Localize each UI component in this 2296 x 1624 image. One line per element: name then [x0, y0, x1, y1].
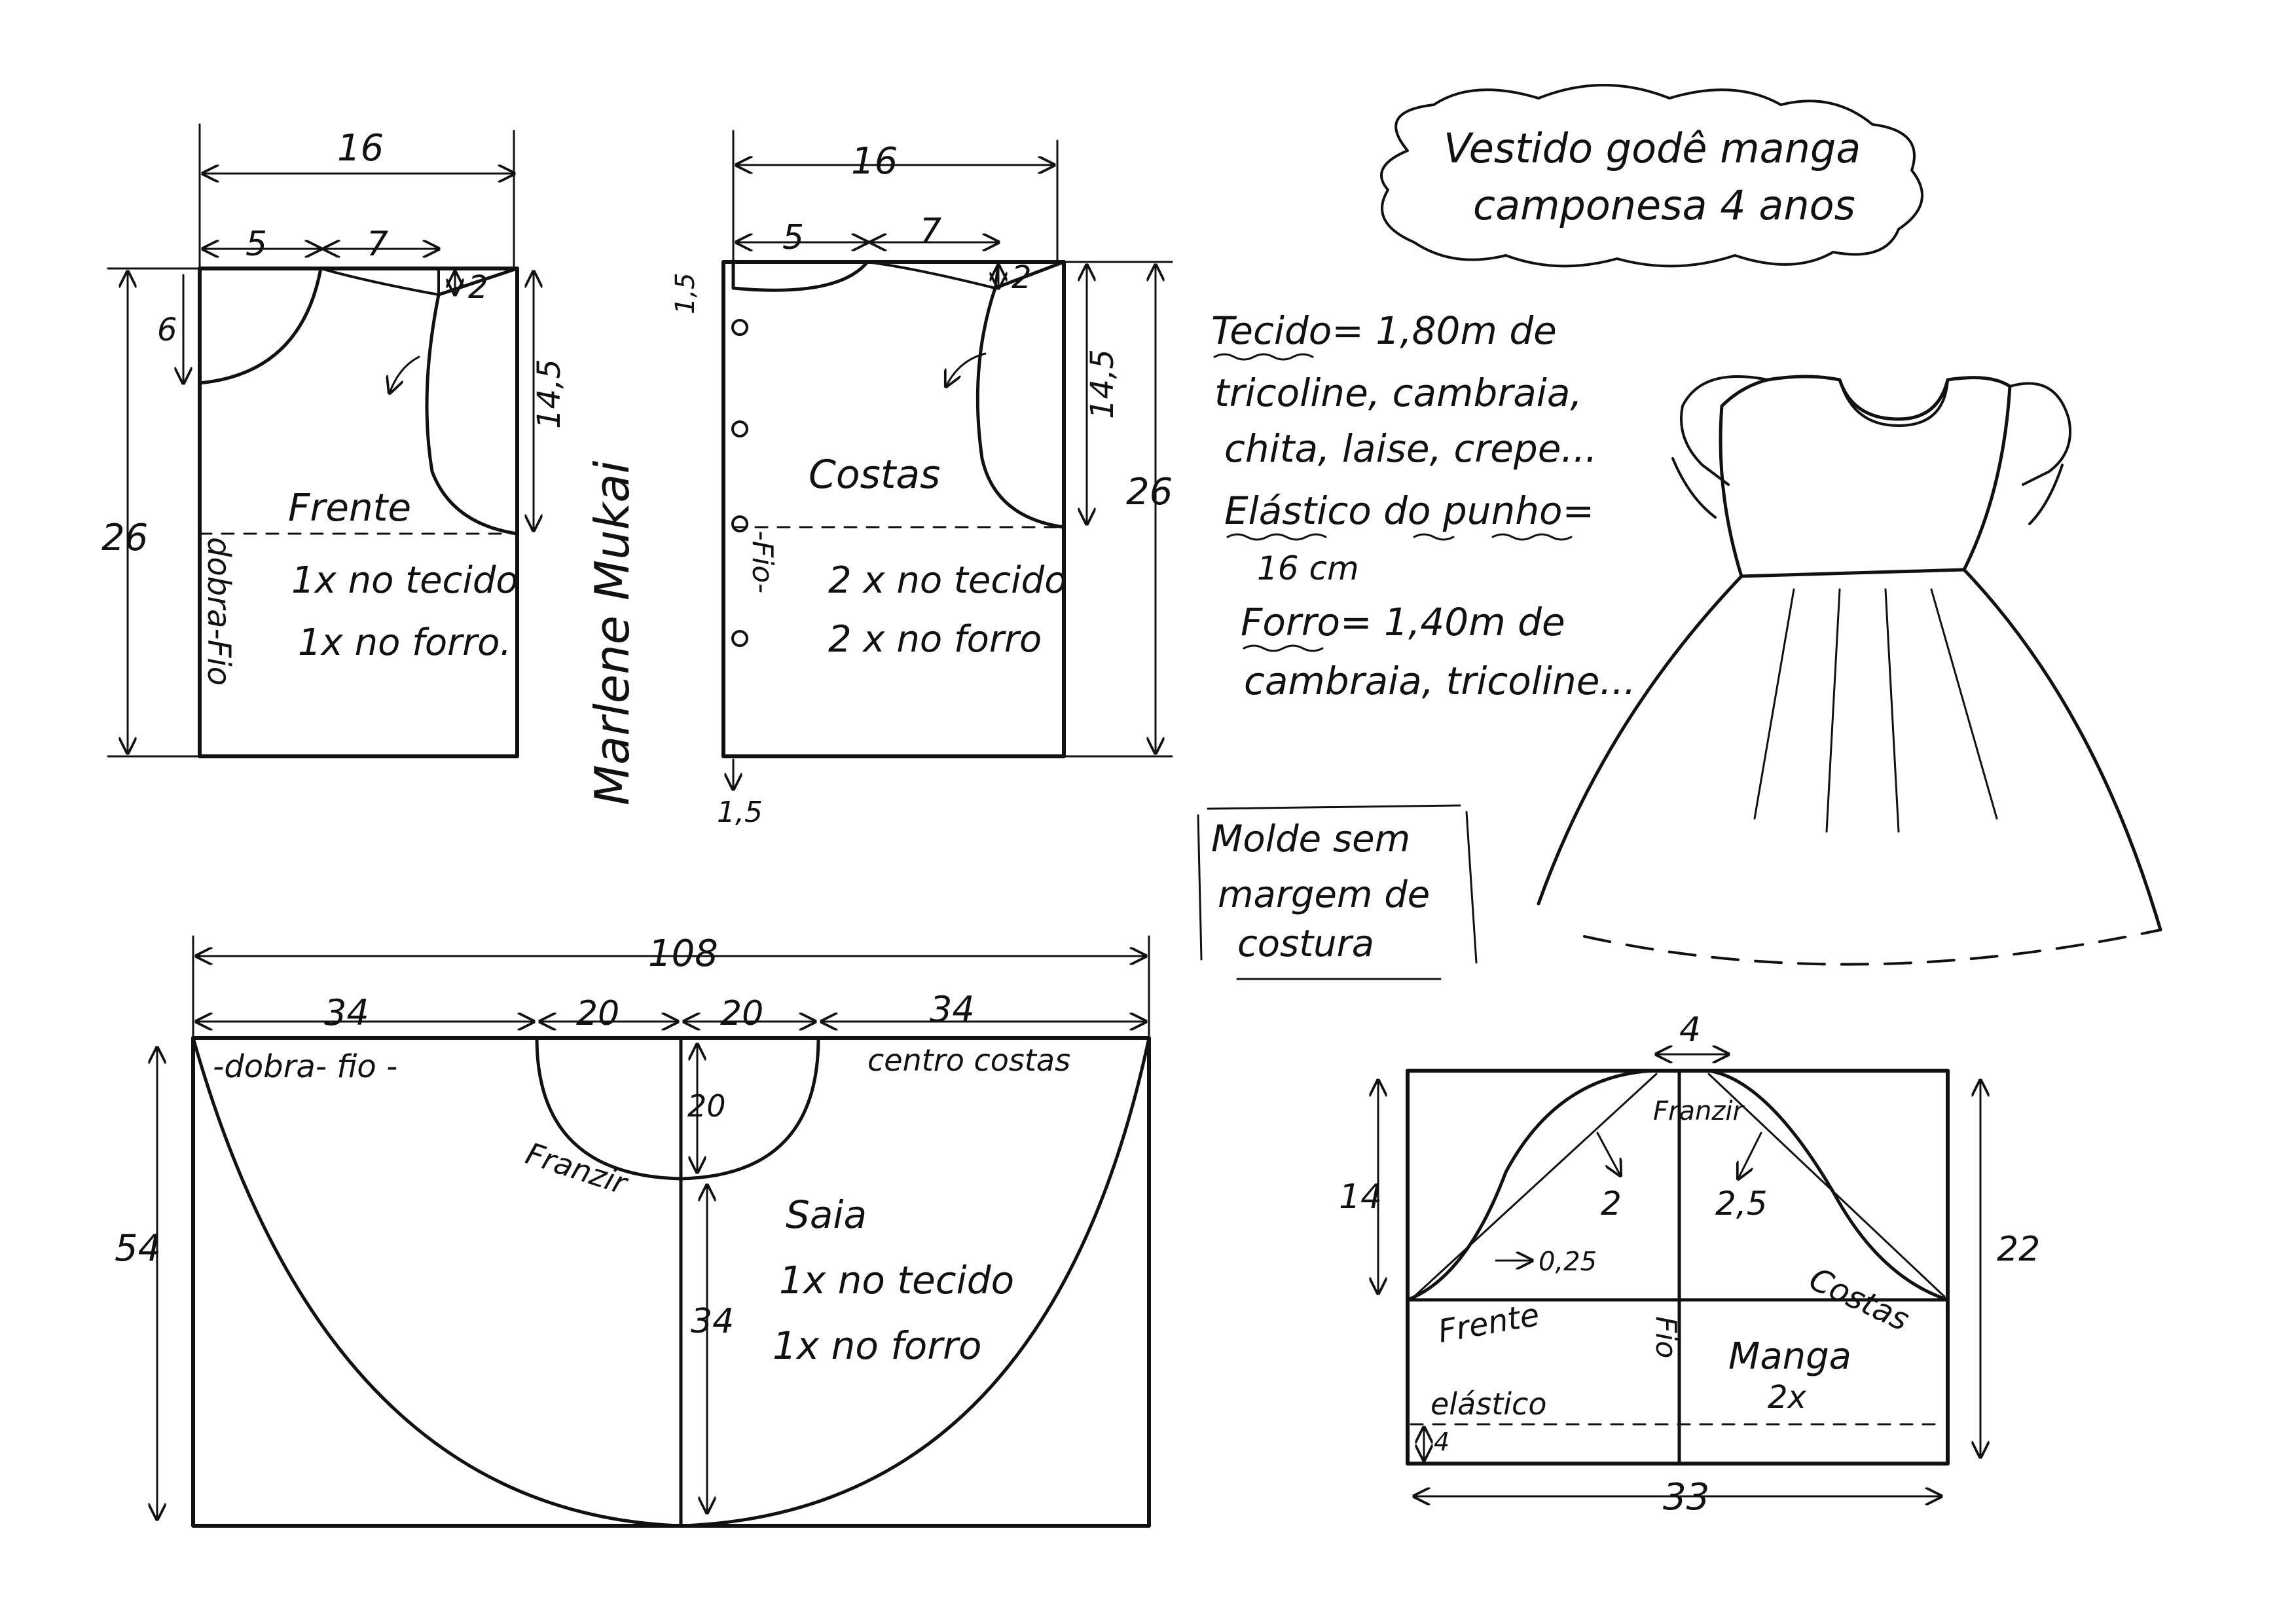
materials-list: Tecido= 1,80m de tricoline, cambraia, ch… — [1211, 308, 1636, 703]
skirt-waistl-label: 20 — [576, 994, 619, 1033]
front-name: Frente — [288, 485, 411, 530]
back-armhole-hatch — [975, 260, 1066, 529]
sleeve-front-offset: 2 — [1601, 1185, 1622, 1223]
sleeve-gather-label: Franzir — [1653, 1096, 1745, 1126]
skirt-name: Saia — [786, 1192, 867, 1237]
sleeve-elastic-label: elástico — [1430, 1386, 1547, 1422]
front-armhole-label: 14,5 — [531, 359, 568, 429]
back-cut1: 2 x no tecido — [828, 559, 1067, 602]
note-line1: Molde sem — [1211, 818, 1410, 860]
sleeve-corner-label: 0,25 — [1539, 1247, 1597, 1277]
front-fold-label: dobra-Fio — [200, 537, 237, 686]
sleeve-left-hatch — [1406, 1069, 1658, 1302]
back-neckw-label: 5 — [782, 218, 804, 257]
sleeve-pattern: 4 Franzir 14 22 33 2 2,5 0,25 Frente Cos… — [1339, 1010, 2040, 1519]
dress-left-sleeve — [1671, 375, 1769, 519]
sleeve-back-offset: 2,5 — [1715, 1185, 1768, 1223]
back-ext-label: 1,5 — [717, 796, 763, 829]
skirt-pattern: 108 34 20 20 34 20 54 34 -dobra- fio - c… — [115, 932, 1151, 1528]
sleeve-grain-label: Fio — [1649, 1316, 1683, 1358]
dress-right-sleeve — [2009, 382, 2071, 525]
back-width-label: 16 — [851, 140, 898, 183]
front-length-label: 26 — [101, 517, 148, 559]
materials-line1: Tecido= 1,80m de — [1211, 308, 1557, 353]
dress-skirt — [1537, 568, 2162, 932]
skirt-inner-label: 34 — [691, 1302, 734, 1341]
front-neckdepth-label: 6 — [157, 312, 177, 348]
skirt-fold-label: -dobra- fio - — [213, 1048, 397, 1085]
sleeve-height-label: 22 — [1997, 1230, 2040, 1269]
title-line1: Vestido godê manga — [1444, 124, 1861, 172]
dress-bodice — [1719, 375, 2012, 578]
dress-sketch — [1537, 375, 2162, 966]
sleeve-name: Manga — [1728, 1335, 1851, 1378]
front-neckw-label: 5 — [246, 225, 267, 264]
skirt-outline — [191, 1036, 1151, 1528]
front-cut1: 1x no tecido — [291, 559, 519, 602]
back-outline — [721, 260, 1066, 758]
back-name: Costas — [809, 452, 940, 498]
back-cut2: 2 x no forro — [828, 618, 1042, 661]
sleeve-width-label: 33 — [1663, 1476, 1709, 1519]
title-line2: camponesa 4 anos — [1473, 181, 1855, 229]
sleeve-top-label: 4 — [1679, 1010, 1701, 1050]
skirt-cut2: 1x no forro — [773, 1323, 981, 1368]
skirt-radius-label: 20 — [687, 1088, 726, 1124]
front-outline — [198, 267, 519, 758]
sleeve-elastic-pos: 4 — [1434, 1428, 1449, 1456]
skirt-right-hatch — [679, 1036, 1151, 1528]
back-shoulder-hatch — [866, 261, 1000, 289]
skirt-cut1: 1x no tecido — [779, 1258, 1014, 1302]
front-armhole-hatch — [425, 267, 519, 536]
front-shoulder-hatch — [319, 267, 440, 296]
skirt-sidel-label: 34 — [324, 992, 369, 1033]
front-cut2: 1x no forro. — [298, 621, 511, 664]
back-neckline-hatch — [731, 260, 869, 292]
skirt-sider-label: 34 — [930, 989, 975, 1030]
materials-line3: chita, laise, crepe... — [1224, 426, 1597, 471]
note-box: Molde sem margem de costura — [1197, 804, 1478, 980]
materials-line6: Forro= 1,40m de — [1241, 600, 1565, 644]
back-shoulder-label: 7 — [920, 212, 941, 251]
front-shoulder-label: 7 — [367, 225, 388, 264]
materials-line2: tricoline, cambraia, — [1214, 371, 1582, 415]
signature: Marlene Mukai — [585, 460, 640, 805]
skirt-center-back: centro costas — [867, 1043, 1070, 1078]
front-drop-label: 2 — [468, 269, 488, 306]
sleeve-qty: 2x — [1768, 1379, 1807, 1416]
skirt-waistr-label: 20 — [720, 994, 763, 1033]
title-cloud: Vestido godê manga camponesa 4 anos — [1380, 84, 1923, 268]
skirt-length-label: 54 — [115, 1227, 161, 1270]
note-line3: costura — [1237, 923, 1374, 965]
back-neckdepth-label: 1,5 — [670, 272, 701, 314]
skirt-left-hatch — [191, 1036, 683, 1528]
note-line2: margem de — [1218, 874, 1430, 916]
back-armhole-label: 14,5 — [1084, 349, 1121, 419]
front-neckline-hatch — [198, 267, 323, 385]
materials-line7: cambraia, tricoline... — [1244, 659, 1636, 703]
sleeve-front-label: Frente — [1435, 1297, 1542, 1350]
front-width-label: 16 — [337, 127, 384, 170]
back-length-label: 26 — [1126, 471, 1173, 513]
back-button-marks — [731, 319, 748, 647]
front-bodice-pattern: 16 5 7 6 2 14,5 26 Frente 1x no tecido 1… — [101, 123, 568, 758]
skirt-total-label: 108 — [648, 932, 718, 975]
materials-line5: 16 cm — [1257, 549, 1359, 587]
back-grain-label: -Fio- — [746, 530, 779, 593]
back-bodice-pattern: 16 5 7 1,5 2 14,5 26 1,5 -Fio- Costas 2 … — [670, 130, 1173, 829]
sleeve-caph-label: 14 — [1339, 1177, 1382, 1217]
back-drop-label: 2 — [1011, 259, 1032, 296]
materials-line4: Elástico do punho= — [1224, 489, 1594, 533]
